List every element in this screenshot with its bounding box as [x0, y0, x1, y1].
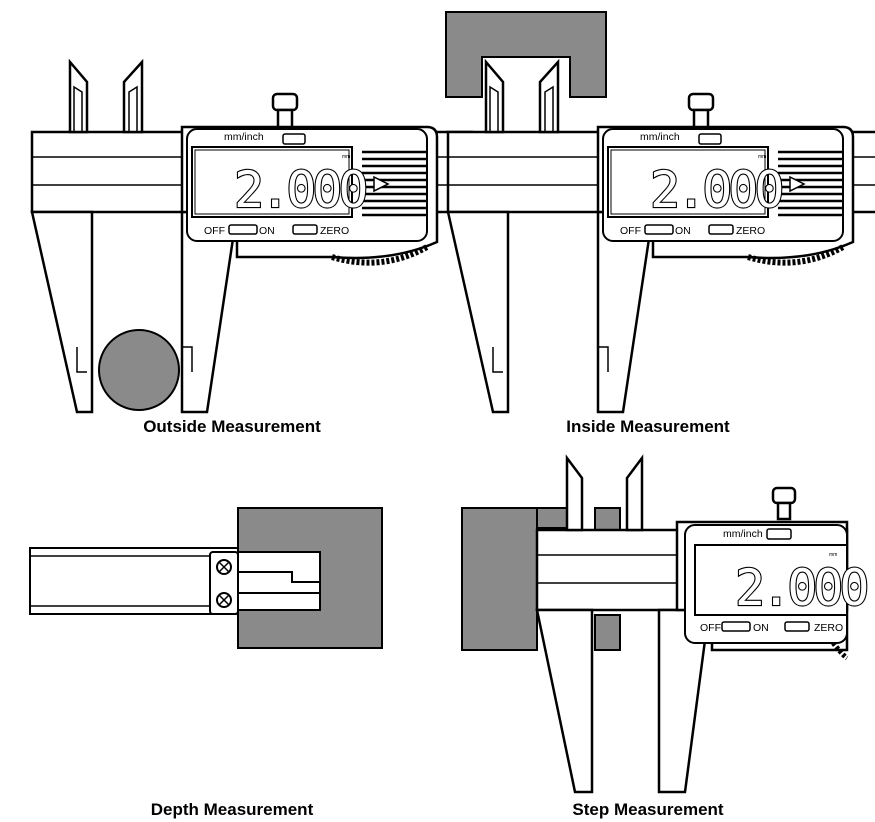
zero-label: ZERO: [320, 225, 349, 237]
step-caption: Step Measurement: [572, 800, 723, 819]
lcd-reading: 2.000: [735, 559, 866, 617]
unit-label: mm: [829, 552, 837, 558]
mode-label: mm/inch: [723, 528, 763, 540]
on-label: ON: [675, 225, 691, 237]
unit-label: mm: [758, 154, 766, 160]
inside-measurement-panel: mm/inch mm 2.000 OFF ON ZERO: [445, 11, 875, 412]
inside-caption: Inside Measurement: [566, 417, 730, 436]
depth-measurement-panel: [29, 507, 383, 649]
depth-caption: Depth Measurement: [151, 800, 314, 819]
slotted-workpiece: [445, 11, 607, 98]
lcd-reading: 2.000: [234, 161, 365, 219]
off-label: OFF: [700, 622, 721, 634]
zero-label: ZERO: [736, 225, 765, 237]
outside-caption: Outside Measurement: [143, 417, 321, 436]
on-label: ON: [753, 622, 769, 634]
round-workpiece: [98, 329, 180, 411]
outside-measurement-panel: mm/inch mm 2.000 OFF ON ZERO: [32, 62, 472, 412]
lcd-reading: 2.000: [650, 161, 781, 219]
on-label: ON: [259, 225, 275, 237]
zero-label: ZERO: [814, 622, 843, 634]
mode-label: mm/inch: [224, 131, 264, 143]
step-measurement-panel: mm/inch mm 2.000 OFF ON ZERO: [461, 454, 872, 794]
off-label: OFF: [204, 225, 225, 237]
mode-label: mm/inch: [640, 131, 680, 143]
unit-label: mm: [342, 154, 350, 160]
step-workpiece: [461, 507, 538, 651]
off-label: OFF: [620, 225, 641, 237]
